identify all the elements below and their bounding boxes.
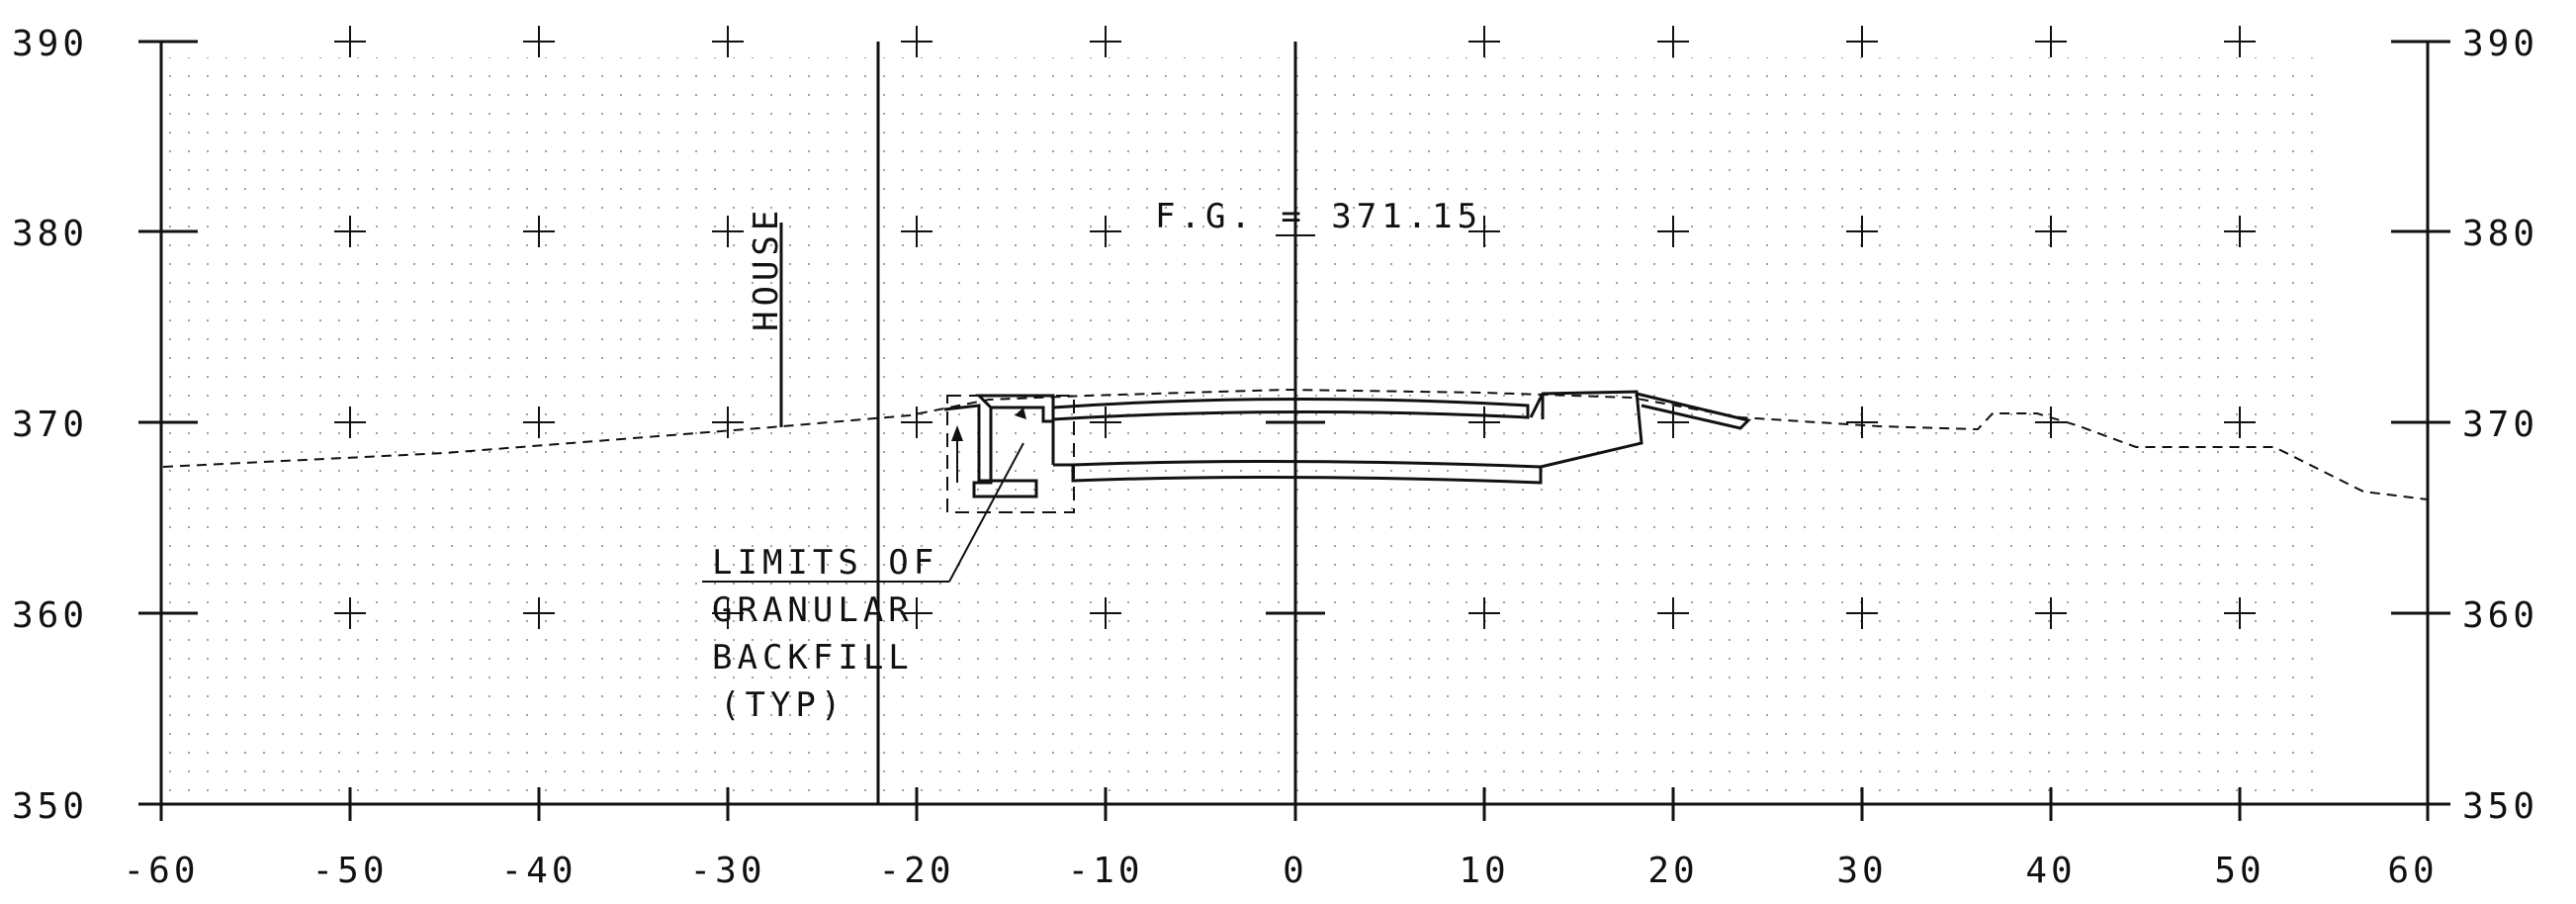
grid-cross [1468,407,1500,438]
y-label: 370 [12,405,88,445]
x-label: -40 [500,851,577,891]
grid-cross [712,216,744,247]
grid-cross [1657,26,1689,57]
x-label: 10 [1459,851,1509,891]
grid-cross [1846,26,1878,57]
grid-cross [523,597,555,629]
grid-cross [2035,597,2067,629]
grid-cross [2224,597,2256,629]
grid-cross [2224,407,2256,438]
dot-grid [163,57,2329,799]
house-label: HOUSE [747,206,786,331]
grid-cross [2224,216,2256,247]
grid-cross [1846,597,1878,629]
backfill-label-line1: LIMITS OF [712,543,938,583]
x-label: 60 [2387,851,2438,891]
y-label: 370 [2462,405,2538,445]
grid-cross [901,26,933,57]
y-label: 390 [12,24,88,64]
grid-cross [334,407,366,438]
grid-cross [901,407,933,438]
x-label: 30 [1836,851,1887,891]
y-label: 390 [2462,24,2538,64]
y-label: 360 [2462,595,2538,636]
grid-cross [1090,216,1121,247]
grid-cross [523,216,555,247]
grid-cross [1468,26,1500,57]
y-label: 380 [12,214,88,254]
x-label: 20 [1647,851,1698,891]
grid-cross [334,216,366,247]
y-label: 360 [12,595,88,636]
y-axis-right-labels: 390 380 370 360 350 [2462,24,2538,827]
grid-cross [712,26,744,57]
backfill-label-line4: (TYP) [720,685,845,725]
grid-cross [1846,216,1878,247]
grid-cross [334,26,366,57]
grid-crosses [334,26,2256,629]
x-axis-labels: -60 -50 -40 -30 -20 -10 0 10 20 30 40 50… [123,851,2438,891]
proposed-section [943,390,1751,513]
y-axis-ticks [138,40,2450,806]
finished-grade-label: F.G. = 371.15 [1155,197,1482,236]
x-label: -10 [1067,851,1143,891]
grid-cross [2224,26,2256,57]
grid-cross [712,407,744,438]
x-label: -20 [878,851,954,891]
grid-cross [523,407,555,438]
grid-cross [1090,597,1121,629]
grid-cross [1657,597,1689,629]
x-label: -60 [123,851,199,891]
x-label: 40 [2025,851,2076,891]
grid-cross [901,216,933,247]
y-label: 380 [2462,214,2538,254]
grid-cross [1468,597,1500,629]
grid-cross [1090,26,1121,57]
grid-cross [1846,407,1878,438]
x-label: -50 [311,851,388,891]
grid-cross [2035,26,2067,57]
grid-cross [523,26,555,57]
y-label: 350 [2462,786,2538,827]
x-label: -30 [689,851,765,891]
grid-cross [1657,216,1689,247]
grid-cross [2035,407,2067,438]
x-label: 0 [1283,851,1308,891]
x-axis-ticks [159,787,2430,821]
grid-cross [1090,407,1121,438]
backfill-label-line2: GRANULAR [712,590,914,630]
backfill-label-line3: BACKFILL [712,638,914,678]
grid-cross [1468,216,1500,247]
grid-cross [712,597,744,629]
y-axis-left-labels: 390 380 370 360 350 [12,24,88,827]
backfill-leader [702,442,1024,583]
grid-cross [901,597,933,629]
grid-cross [2035,216,2067,247]
grid-cross [334,597,366,629]
y-label: 350 [12,786,88,827]
x-label: 50 [2214,851,2265,891]
